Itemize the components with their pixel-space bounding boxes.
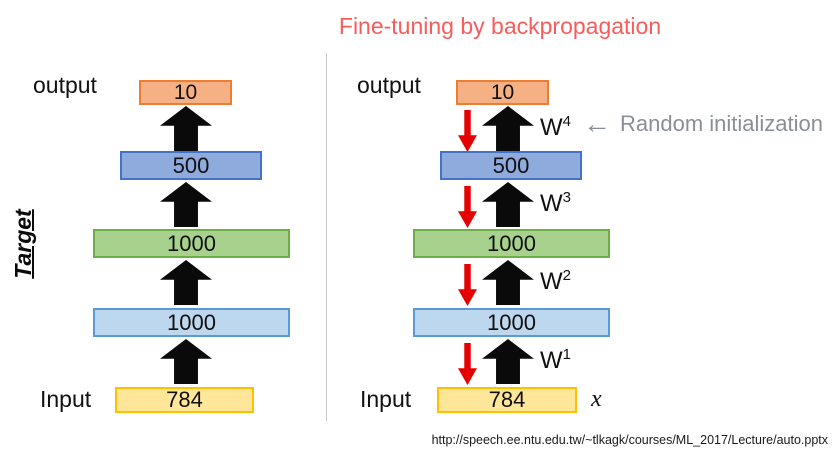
x-input-symbol: x xyxy=(591,386,602,412)
backprop-down-arrow-icon xyxy=(458,110,477,152)
annotation-text: Random initialization xyxy=(620,111,823,136)
weight-sup: 1 xyxy=(562,346,571,363)
source-url: http://speech.ee.ntu.edu.tw/~tlkagk/cour… xyxy=(431,433,828,447)
up-arrow-icon xyxy=(482,182,534,227)
left-input-label: Input xyxy=(40,386,92,412)
backprop-down-arrow-icon xyxy=(458,186,477,228)
backprop-down-arrow-icon xyxy=(458,264,477,306)
left-layer-box-1000a: 1000 xyxy=(93,229,290,258)
up-arrow-icon xyxy=(482,339,534,384)
right-layer-box-input-784: 784 xyxy=(437,387,577,413)
weight-base: W xyxy=(540,268,563,295)
right-layer-box-output-10: 10 xyxy=(456,80,549,105)
weight-base: W xyxy=(540,347,563,374)
weight-label-w2: W2 xyxy=(540,268,571,294)
up-arrow-icon xyxy=(160,182,212,227)
right-layer-box-500: 500 xyxy=(440,151,582,180)
weight-label-w3: W3 xyxy=(540,190,571,216)
left-output-label: output xyxy=(33,72,97,98)
page-title: Fine-tuning by backpropagation xyxy=(338,13,662,39)
random-initialization-annotation: ← Random initialization xyxy=(583,110,823,138)
weight-base: W xyxy=(540,190,563,217)
weight-label-w4: W4 xyxy=(540,114,571,140)
up-arrow-icon xyxy=(482,260,534,305)
backprop-down-arrow-icon xyxy=(458,343,477,385)
weight-label-w1: W1 xyxy=(540,347,571,373)
right-layer-box-1000b: 1000 xyxy=(413,308,610,337)
up-arrow-icon xyxy=(482,106,534,151)
right-output-label: output xyxy=(357,72,421,98)
up-arrow-icon xyxy=(160,106,212,151)
right-layer-box-1000a: 1000 xyxy=(413,229,610,258)
left-layer-box-500: 500 xyxy=(120,151,262,180)
weight-sup: 2 xyxy=(562,267,571,284)
up-arrow-icon xyxy=(160,339,212,384)
left-layer-box-output-10: 10 xyxy=(139,80,232,105)
weight-sup: 3 xyxy=(562,189,571,206)
vertical-divider xyxy=(326,53,327,421)
weight-sup: 4 xyxy=(562,113,571,130)
right-input-label: Input xyxy=(360,386,412,412)
target-label: Target xyxy=(10,209,36,279)
left-layer-box-input-784: 784 xyxy=(115,387,254,413)
up-arrow-icon xyxy=(160,260,212,305)
left-arrow-icon: ← xyxy=(583,108,611,139)
weight-base: W xyxy=(540,114,563,141)
left-layer-box-1000b: 1000 xyxy=(93,308,290,337)
